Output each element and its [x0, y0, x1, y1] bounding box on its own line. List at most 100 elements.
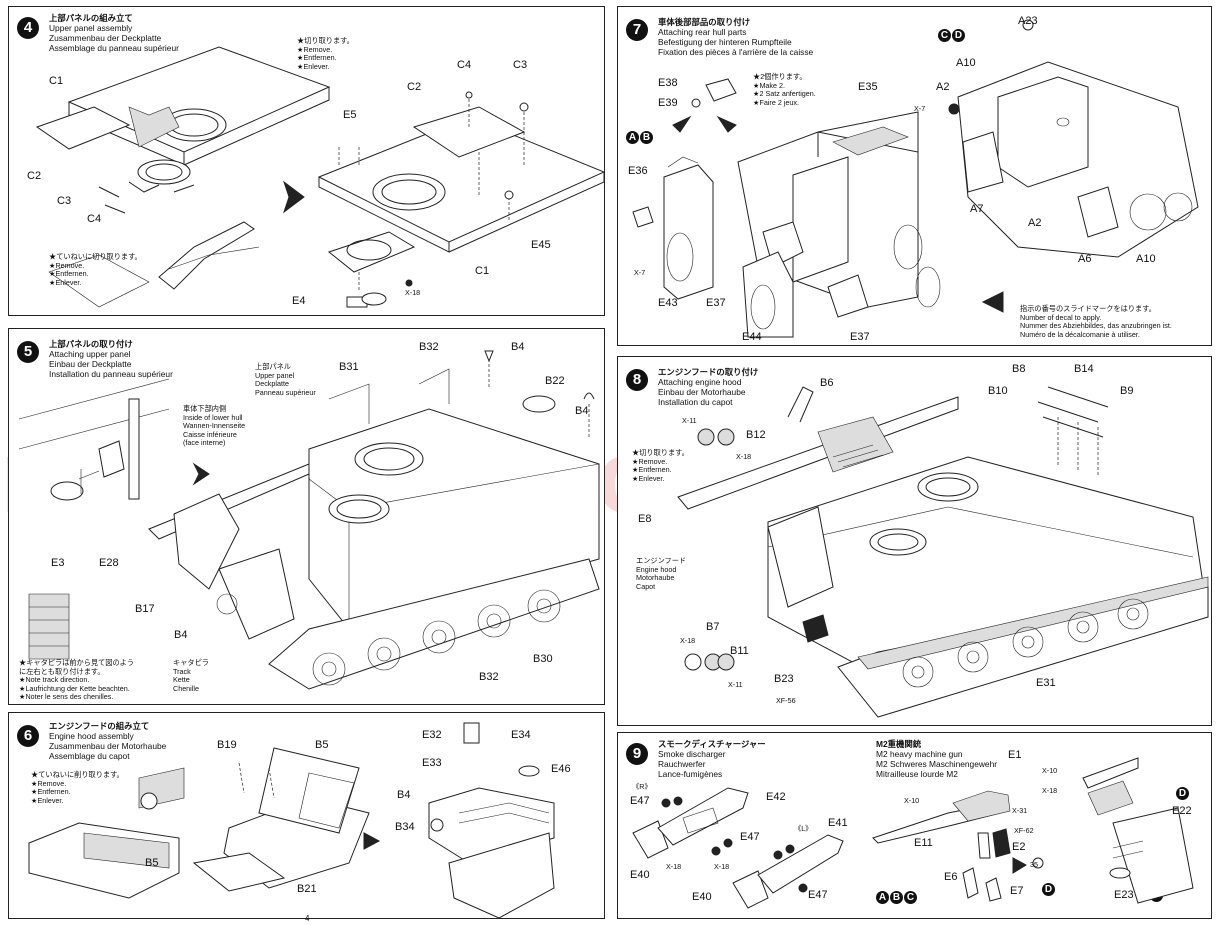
paint-X-10: X-10: [1042, 766, 1058, 775]
paint-X-18: X-18: [666, 862, 682, 871]
step-number: 5: [17, 341, 39, 363]
left-side-label: 《L》: [794, 824, 813, 833]
part-E23: E23: [1114, 889, 1134, 901]
part-E4: E4: [292, 295, 306, 307]
careful-remove-note: ★ていねいに削り取ります。★Remove.★Entfernen.★Enlever…: [31, 770, 124, 805]
part-E2: E2: [1012, 841, 1026, 853]
part-C2: C2: [27, 170, 42, 182]
paint-XF-62: XF-62: [1014, 826, 1034, 835]
part-B32: B32: [419, 341, 439, 353]
step-number: 9: [626, 743, 648, 765]
make-two-note: ★2個作ります。★Make 2.★2 Satz anfertigen.★Fair…: [753, 72, 816, 107]
part-E33: E33: [422, 757, 442, 769]
part-A2: A2: [936, 81, 950, 93]
track-direction-note: ★キャタピラは前から見て図のように左右とも取り付けます。★Note track …: [19, 658, 135, 702]
part-B21: B21: [297, 883, 317, 895]
decal-note: 指示の番号のスライドマークをはります。Number of decal to ap…: [1020, 304, 1172, 339]
part-B31: B31: [339, 361, 359, 373]
part-E34: E34: [511, 729, 531, 741]
part-B17: B17: [135, 603, 155, 615]
part-B11: B11: [730, 645, 749, 657]
part-E5: E5: [343, 109, 357, 121]
part-B32: B32: [479, 671, 499, 683]
step-number: 8: [626, 369, 648, 391]
part-E44: E44: [742, 331, 762, 343]
part-C3: C3: [513, 59, 528, 71]
step-9-drawing: [632, 757, 1194, 909]
part-E38: E38: [658, 77, 678, 89]
part-E35: E35: [858, 81, 878, 93]
step-ref-35: 35: [1030, 860, 1038, 869]
part-B7: B7: [706, 621, 720, 633]
part-B4: B4: [511, 341, 525, 353]
paint-X-11: X-11: [728, 680, 743, 689]
part-E37: E37: [706, 297, 726, 309]
part-A2: A2: [1028, 217, 1042, 229]
part-C3: C3: [57, 195, 72, 207]
part-E45: E45: [531, 239, 551, 251]
part-B23: B23: [774, 673, 794, 685]
part-E32: E32: [422, 729, 442, 741]
part-B6: B6: [820, 377, 834, 389]
paint-XF-56: XF-56: [776, 696, 796, 705]
part-A7: A7: [970, 203, 984, 215]
part-E40: E40: [630, 869, 650, 881]
part-E37: E37: [850, 331, 870, 343]
part-B19: B19: [217, 739, 237, 751]
right-side-label: 《R》: [632, 782, 652, 791]
version-mark-d: D: [1176, 787, 1189, 800]
part-A23: A23: [1018, 15, 1038, 27]
part-B12: B12: [746, 429, 766, 441]
part-B22: B22: [545, 375, 565, 387]
paint-X-18: X-18: [714, 862, 730, 871]
part-E8: E8: [638, 513, 652, 525]
part-E6: E6: [944, 871, 958, 883]
step-8-drawing: [677, 386, 1209, 718]
part-E47: E47: [630, 795, 650, 807]
part-E42: E42: [766, 791, 786, 803]
part-B4: B4: [174, 629, 188, 641]
part-C4: C4: [87, 213, 102, 225]
part-E47: E47: [808, 889, 828, 901]
part-E31: E31: [1036, 677, 1056, 689]
part-C1: C1: [49, 75, 64, 87]
page-number: 4: [305, 914, 310, 923]
part-C1: C1: [475, 265, 490, 277]
version-mark-d: D: [1042, 883, 1055, 896]
remove-note: ★切り取ります。★Remove.★Entfernen.★Enlever.: [632, 448, 689, 483]
paint-X-10: X-10: [904, 796, 920, 805]
part-B5: B5: [315, 739, 329, 751]
paint-X-18: X-18: [1042, 786, 1058, 795]
part-E22: E22: [1172, 805, 1192, 817]
paint-X-31: X-31: [1012, 806, 1028, 815]
paint-X-18: X-18: [736, 452, 752, 461]
part-B4: B4: [397, 789, 411, 801]
part-E3: E3: [51, 557, 65, 569]
remove-note: ★切り取ります。★Remove.★Entfernen.★Enlever.: [297, 36, 354, 71]
paint-X-18: X-18: [680, 636, 696, 645]
part-E40: E40: [692, 891, 712, 903]
paint-X-18: X-18: [405, 288, 421, 297]
part-B10: B10: [988, 385, 1008, 397]
part-E39: E39: [658, 97, 678, 109]
part-B34: B34: [395, 821, 415, 833]
step-number: 4: [17, 17, 39, 39]
part-E46: E46: [551, 763, 571, 775]
paint-X-11: X-11: [682, 416, 697, 425]
step-number: 7: [626, 19, 648, 41]
part-B30: B30: [533, 653, 553, 665]
